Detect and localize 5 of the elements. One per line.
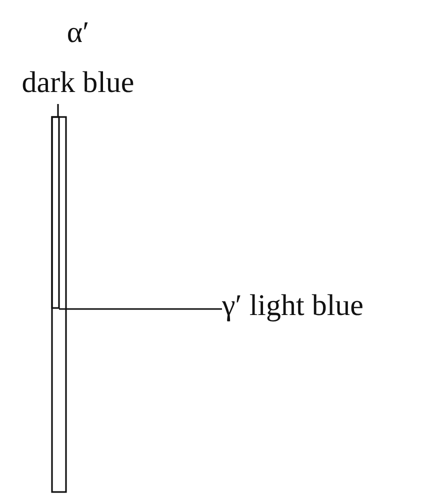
callout-label: dark blue	[20, 68, 136, 98]
leader-line	[57, 104, 59, 117]
callout-label: α′	[66, 18, 90, 48]
callout-label: γ′ light blue	[222, 291, 364, 321]
leader-line	[59, 308, 222, 310]
